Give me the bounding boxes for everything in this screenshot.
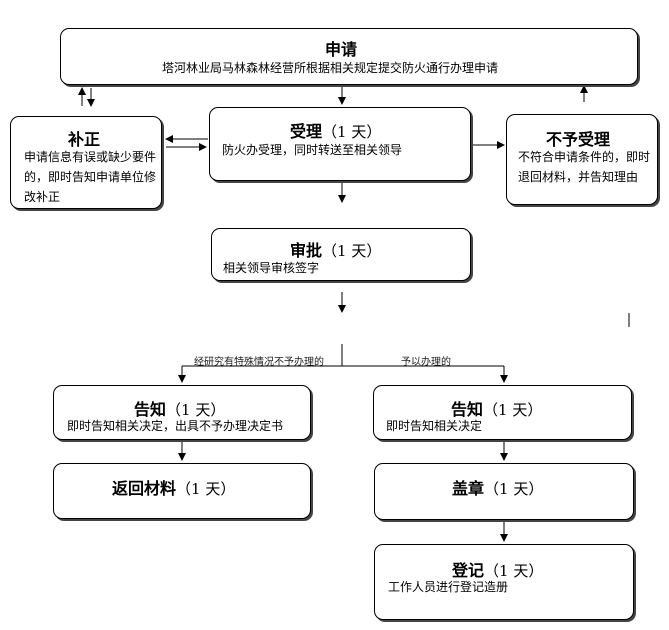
- node-notify-right-duration: （1 天）: [483, 401, 543, 419]
- branch-label-right: 予以办理的: [401, 357, 451, 368]
- node-accept: [209, 107, 471, 181]
- node-correct-title: 补正: [68, 130, 101, 149]
- node-return-duration: （1 天）: [176, 480, 236, 498]
- node-notify-left-title: 告知: [134, 400, 167, 419]
- node-notify-left-duration: （1 天）: [166, 401, 226, 419]
- node-approve-title: 审批: [290, 241, 323, 260]
- node-notify-left-desc: 即时告知相关决定，出具不予办理决定书: [67, 419, 284, 433]
- node-approve-duration: （1 天）: [322, 242, 382, 260]
- node-reject-desc: 不符合申请条件的，即时退回材料，并告知理由: [518, 150, 651, 184]
- node-notify-left-heading: 告知（1 天）: [134, 396, 225, 420]
- node-register: [374, 544, 634, 620]
- node-correct-desc: 申请信息有误或缺少要件的，即时告知申请单位修改补正: [24, 150, 157, 204]
- node-seal-duration: （1 天）: [484, 480, 544, 498]
- node-register-title: 登记: [452, 561, 485, 580]
- node-apply: [60, 28, 638, 85]
- node-correct: [10, 116, 162, 209]
- node-accept-desc: 防火办受理，同时转送至相关领导: [222, 143, 403, 157]
- node-register-heading: 登记（1 天）: [452, 557, 543, 581]
- node-notify-right: [373, 385, 632, 440]
- node-seal-heading: 盖章（1 天）: [452, 475, 543, 499]
- node-approve: [211, 228, 471, 281]
- node-apply-desc: 塔河林业局马林森林经营所根据相关规定提交防火通行办理申请: [162, 61, 499, 75]
- node-approve-desc: 相关领导审核签字: [223, 261, 320, 275]
- node-register-duration: （1 天）: [484, 562, 544, 580]
- node-approve-heading: 审批（1 天）: [290, 237, 381, 261]
- node-seal: [374, 463, 634, 520]
- node-accept-heading: 受理（1 天）: [290, 118, 381, 142]
- node-apply-title: 申请: [325, 40, 358, 59]
- node-return-title: 返回材料: [112, 479, 177, 498]
- node-notify-right-heading: 告知（1 天）: [451, 396, 542, 420]
- node-notify-left: [53, 385, 311, 440]
- branch-label-left: 经研究有特殊情况不予办理的: [194, 357, 324, 368]
- node-return: [53, 463, 311, 519]
- node-return-heading: 返回材料（1 天）: [112, 475, 235, 499]
- node-seal-title: 盖章: [452, 479, 485, 498]
- node-notify-right-desc: 即时告知相关决定: [386, 419, 483, 433]
- node-accept-duration: （1 天）: [322, 123, 382, 141]
- node-register-desc: 工作人员进行登记造册: [388, 580, 509, 594]
- node-accept-title: 受理: [290, 122, 323, 141]
- node-reject-title: 不予受理: [546, 130, 611, 149]
- node-reject: [506, 114, 658, 205]
- node-notify-right-title: 告知: [451, 400, 484, 419]
